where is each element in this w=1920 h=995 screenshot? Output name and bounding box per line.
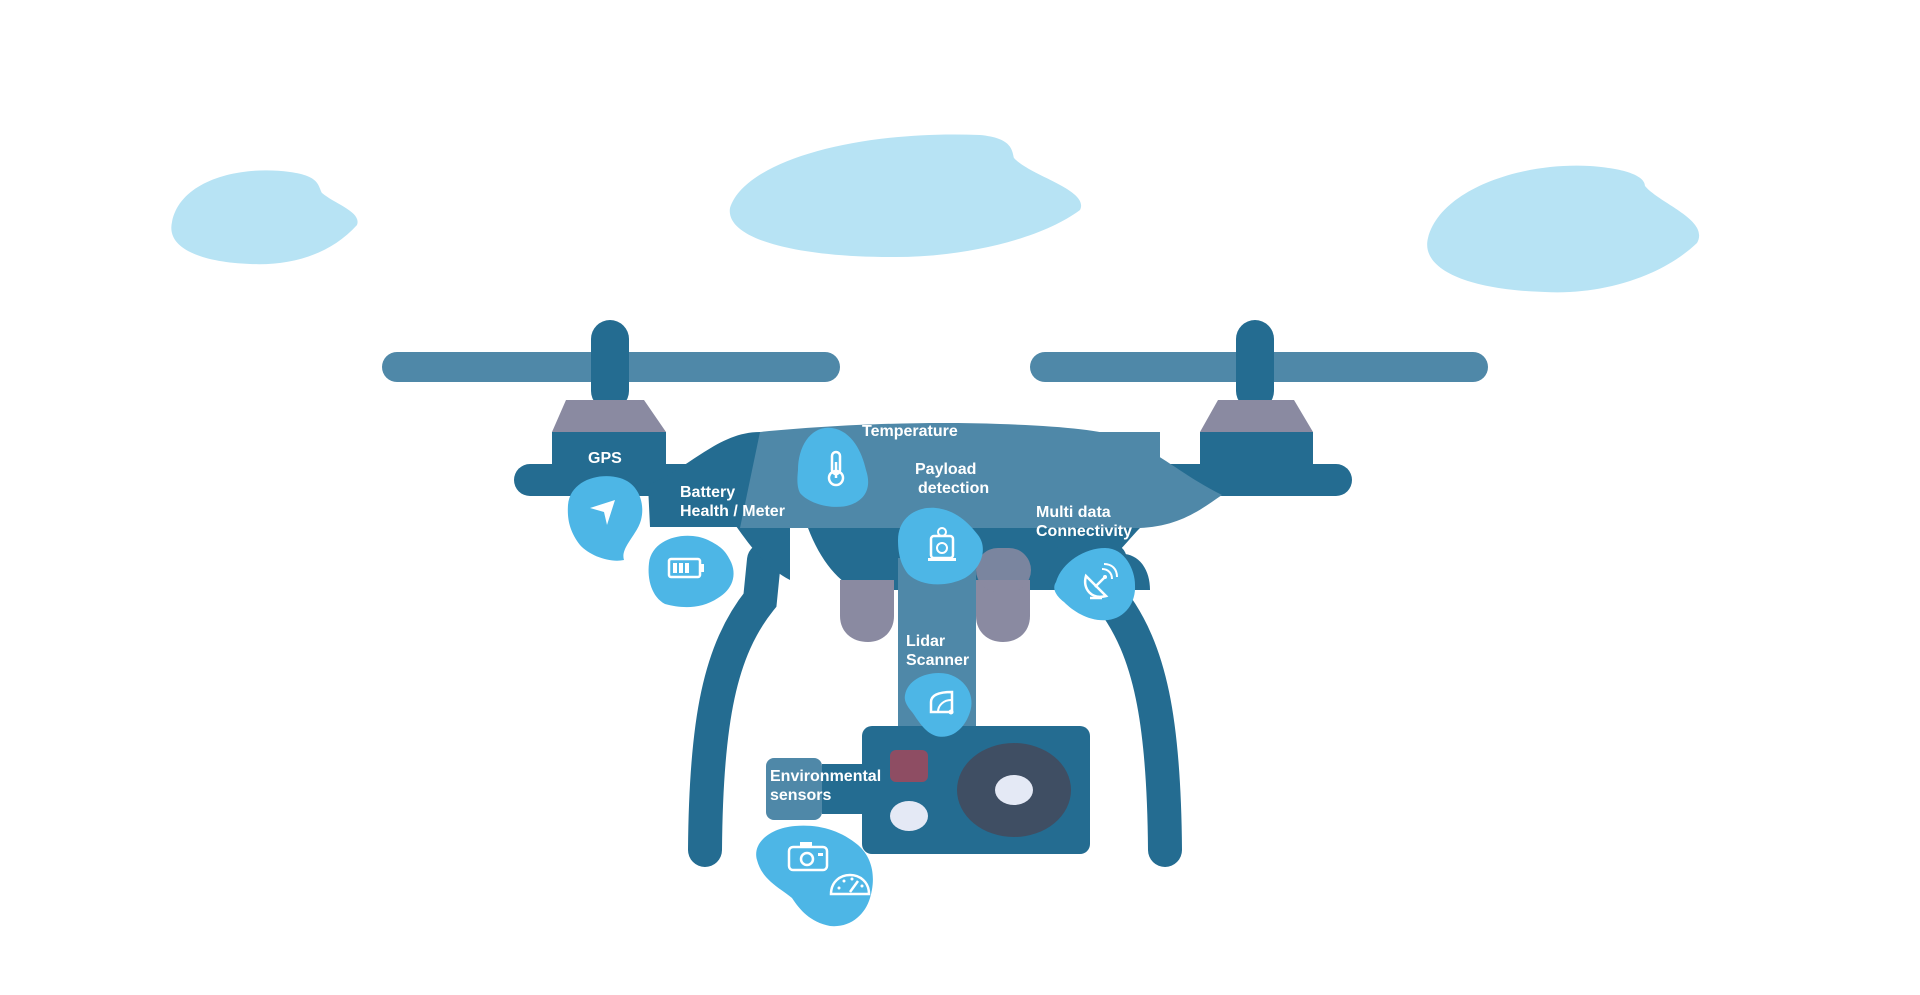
payload-label-line-2: detection (918, 480, 989, 497)
camera-side-connector (822, 764, 862, 814)
temperature-label: Temperature (862, 423, 958, 440)
cloud-right (1427, 165, 1700, 293)
gps-badge (567, 476, 643, 561)
cloud-left (171, 170, 358, 265)
propeller-mast-right (1236, 320, 1274, 410)
battery-badge-shape (648, 535, 734, 608)
propellers (382, 320, 1488, 410)
temperature-label-line-1: Temperature (862, 423, 958, 440)
battery-icon (667, 557, 704, 579)
lidar-badge (904, 672, 972, 737)
payload-badge (898, 507, 983, 585)
cloud-center (729, 134, 1082, 258)
camera-status-light (890, 801, 928, 831)
bumper-right (976, 580, 1030, 642)
lidar-label: Lidar Scanner (906, 633, 969, 669)
body-top-panel (860, 432, 1160, 464)
bumper-left (840, 580, 894, 642)
thermometer-icon (827, 450, 845, 487)
battery-label-line-1: Battery (680, 484, 735, 501)
lidar-label-line-2: Scanner (906, 652, 969, 669)
camera-unit (766, 726, 1090, 854)
weight-scale-icon (928, 527, 956, 561)
camera-record-indicator (890, 750, 928, 782)
lower-bumpers (840, 548, 1031, 642)
connectivity-label-line-2: Connectivity (1036, 523, 1132, 540)
gps-label: GPS (588, 450, 622, 467)
gps-label-line-1: GPS (588, 450, 622, 467)
satellite-dish-icon (1083, 563, 1118, 600)
temperature-badge (797, 427, 869, 507)
camera-icon (787, 842, 829, 872)
battery-label-line-2: Health / Meter (680, 503, 785, 520)
motor-cap-left (552, 400, 666, 432)
landing-leg-left (688, 543, 781, 867)
gps-badge-shape (567, 476, 643, 561)
navigation-arrow-icon (590, 500, 615, 525)
feature-labels: GPS Battery Health / Meter Temperature P… (588, 423, 1132, 804)
environmental-label-line-1: Environmental (770, 768, 881, 785)
bumper-center-shade (976, 548, 1031, 592)
clouds (171, 134, 1700, 293)
environmental-badge (756, 825, 873, 927)
battery-badge (648, 535, 734, 608)
connectivity-badge (1054, 548, 1136, 621)
environmental-label-line-2: sensors (770, 787, 831, 804)
lidar-label-line-1: Lidar (906, 633, 945, 650)
feature-badges (567, 427, 1136, 927)
lidar-scanner-icon (929, 690, 954, 715)
environmental-sensor-plate (766, 758, 822, 820)
speedometer-icon (829, 873, 871, 896)
lidar-badge-shape (904, 672, 972, 737)
motor-cap-right (1200, 400, 1313, 432)
connectivity-label: Multi data Connectivity (1036, 504, 1132, 540)
connectivity-label-line-1: Multi data (1036, 504, 1111, 521)
camera-lens-inner (995, 775, 1033, 805)
propeller-mast-left (591, 320, 629, 410)
payload-badge-shape (898, 507, 983, 585)
environmental-badge-shape (756, 825, 873, 927)
battery-label: Battery Health / Meter (680, 484, 785, 520)
payload-label-line-1: Payload (915, 461, 976, 478)
payload-label: Payload detection (915, 461, 989, 497)
environmental-label: Environmental sensors (770, 768, 886, 804)
